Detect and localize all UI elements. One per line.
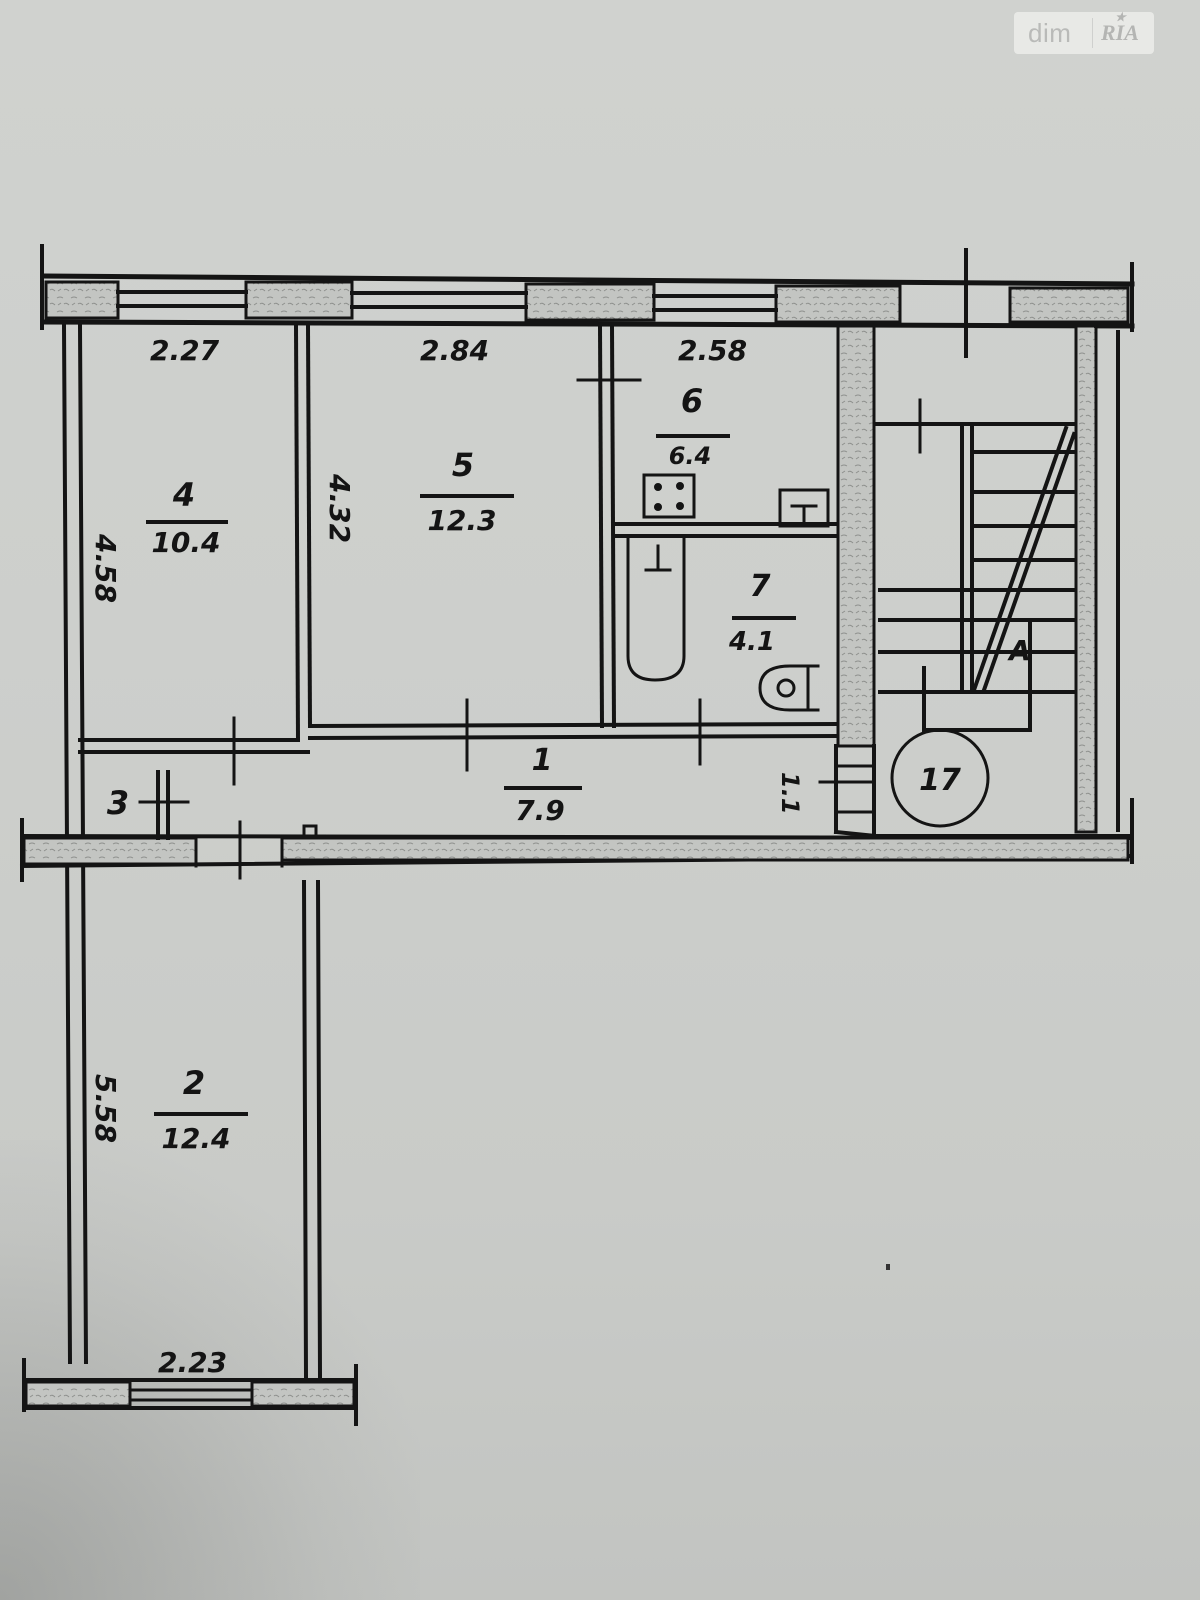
svg-text:4.1: 4.1 <box>728 627 775 657</box>
svg-text:7.9: 7.9 <box>515 794 565 827</box>
sink-icon <box>778 488 830 528</box>
svg-text:1: 1 <box>532 743 553 778</box>
svg-text:6: 6 <box>681 382 703 420</box>
svg-text:12.4: 12.4 <box>161 1122 230 1155</box>
dim-room4-width: 2.27 <box>150 334 220 367</box>
room-4-label: 4 10.4 <box>146 476 228 559</box>
room2-walls <box>22 879 358 1426</box>
watermark-ria: ★RIA <box>1101 10 1139 45</box>
dim-room6-width: 2.58 <box>678 334 747 367</box>
stair-marker-a: A <box>1007 634 1031 667</box>
stair-wall <box>836 324 876 748</box>
watermark-dim: dim <box>1028 17 1072 48</box>
svg-text:2: 2 <box>183 1064 205 1102</box>
svg-text:3: 3 <box>107 784 129 822</box>
top-exterior-wall <box>40 244 1135 358</box>
room-labels: 4 10.4 5 12.3 6 6.4 7 4.1 1 7.9 <box>107 382 1031 1155</box>
door-marks <box>232 378 922 786</box>
svg-text:4: 4 <box>172 476 195 514</box>
watermark-divider <box>1092 18 1093 48</box>
middle-exterior-wall <box>19 818 1135 882</box>
window-room6 <box>652 294 778 312</box>
room-5-label: 5 12.3 <box>420 446 514 537</box>
svg-text:5: 5 <box>452 446 474 484</box>
svg-text:6.4: 6.4 <box>669 442 712 470</box>
dim-room5-width: 2.84 <box>420 334 489 367</box>
dim-hall-width: 1.1 <box>776 772 804 815</box>
room-3-label: 3 <box>107 784 129 822</box>
svg-text:12.3: 12.3 <box>427 504 496 537</box>
stairwell <box>874 324 1134 864</box>
svg-text:7: 7 <box>750 569 771 604</box>
room-6-label: 6 6.4 <box>656 382 730 470</box>
partition-4-5 <box>78 323 839 754</box>
stove-icon <box>642 473 696 519</box>
dim-room2-length: 5.58 <box>89 1074 122 1143</box>
window-room4 <box>116 290 248 308</box>
window-room5 <box>350 291 528 309</box>
watermark-badge: dim ★RIA <box>1014 10 1154 54</box>
bathtub-icon <box>626 536 686 682</box>
apartment-number: 17 <box>919 763 961 798</box>
dimension-labels: 2.27 2.84 2.58 4.58 4.32 1.1 5.58 2.23 <box>89 334 804 1379</box>
partition-5-6 <box>597 323 838 729</box>
svg-text:10.4: 10.4 <box>151 526 220 559</box>
room-2-label: 2 12.4 <box>154 1064 248 1155</box>
paper-speck <box>886 1264 890 1270</box>
toilet-icon <box>758 664 820 712</box>
room-1-label: 1 7.9 <box>504 743 582 827</box>
dim-room5-length: 4.32 <box>323 473 356 543</box>
dim-room4-length: 4.58 <box>89 533 122 603</box>
star-icon: ★ <box>1115 10 1126 24</box>
closet-3-partition <box>138 770 190 840</box>
dim-room2-width: 2.23 <box>158 1346 227 1379</box>
room-7-label: 7 4.1 <box>728 569 796 657</box>
